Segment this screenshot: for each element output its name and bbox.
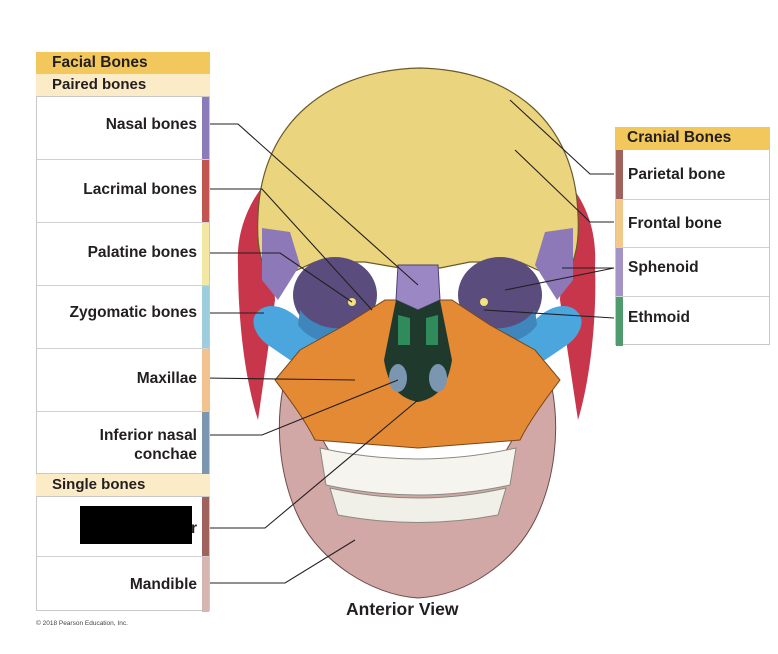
upper-teeth <box>320 448 516 495</box>
redaction-box <box>80 506 192 544</box>
inferior-concha-right <box>429 364 447 392</box>
list-item-lacrimal: Lacrimal bones <box>37 160 209 223</box>
list-item-mandible: Mandible <box>37 557 209 612</box>
paired-bones-header: Paired bones <box>36 74 210 96</box>
view-title: Anterior View <box>346 599 459 620</box>
color-key-sphenoid <box>616 248 623 296</box>
color-key-ethmoid <box>616 297 623 346</box>
single-bones-list: r Mandible <box>36 496 210 611</box>
label-parietal-bone: Parietal bone <box>628 165 725 184</box>
list-item-palatine: Palatine bones <box>37 223 209 286</box>
color-key-parietal <box>616 150 623 199</box>
frontal-bone <box>258 68 579 280</box>
list-item-frontal: Frontal bone <box>616 200 769 248</box>
label-zygomatic-bones: Zygomatic bones <box>70 303 197 322</box>
label-conchae: conchae <box>134 445 197 464</box>
color-key-zygomatic <box>202 286 209 348</box>
label-lacrimal-bones: Lacrimal bones <box>83 180 197 199</box>
list-item-sphenoid: Sphenoid <box>616 248 769 297</box>
color-key-lacrimal <box>202 160 209 222</box>
label-frontal-bone: Frontal bone <box>628 214 722 233</box>
list-item-inferior-nasal-conchae: Inferior nasal conchae <box>37 412 209 475</box>
label-sphenoid: Sphenoid <box>628 258 699 277</box>
cranial-bones-header: Cranial Bones <box>615 127 770 149</box>
label-inferior-nasal: Inferior nasal <box>100 426 197 445</box>
color-key-frontal <box>616 200 623 247</box>
label-mandible: Mandible <box>130 575 197 594</box>
ethmoid-left <box>398 315 410 345</box>
copyright-notice: © 2018 Pearson Education, Inc. <box>36 620 128 627</box>
list-item-maxillae: Maxillae <box>37 349 209 412</box>
label-ethmoid: Ethmoid <box>628 308 690 327</box>
single-bones-header: Single bones <box>36 474 210 496</box>
label-palatine-bones: Palatine bones <box>88 243 197 262</box>
color-key-palatine <box>202 223 209 285</box>
list-item-nasal: Nasal bones <box>37 97 209 160</box>
inferior-concha-left <box>389 364 407 392</box>
color-key-nasal <box>202 97 209 159</box>
facial-bones-header: Facial Bones <box>36 52 210 74</box>
list-item-zygomatic: Zygomatic bones <box>37 286 209 349</box>
color-key-mandible <box>202 557 209 612</box>
color-key-maxillae <box>202 349 209 411</box>
label-maxillae: Maxillae <box>137 369 197 388</box>
label-nasal-bones: Nasal bones <box>106 115 197 134</box>
color-key-inferior-nasal-conchae <box>202 412 209 475</box>
list-item-redacted: r <box>37 497 209 557</box>
cranial-bones-list: Parietal bone Frontal bone Sphenoid Ethm… <box>615 149 770 345</box>
palatine-right-spot <box>480 298 488 306</box>
list-item-parietal: Parietal bone <box>616 150 769 200</box>
ethmoid-right <box>426 315 438 345</box>
color-key-redacted <box>202 497 209 556</box>
list-item-ethmoid: Ethmoid <box>616 297 769 346</box>
paired-bones-list: Nasal bones Lacrimal bones Palatine bone… <box>36 96 210 474</box>
